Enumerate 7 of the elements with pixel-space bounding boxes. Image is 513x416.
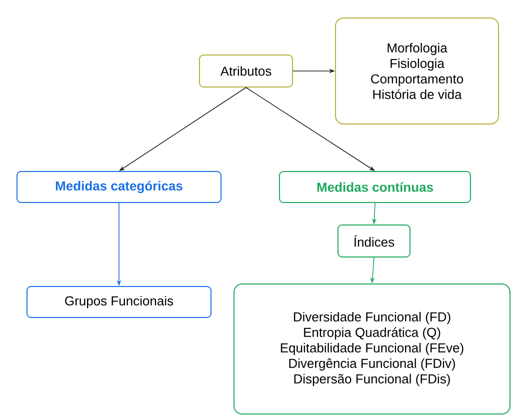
attribute-list-box: Morfologia Fisiologia Comportamento História de vida — [335, 18, 499, 124]
category-box: Medidas contínuas — [279, 171, 471, 203]
attribute-box: Atributos — [199, 54, 293, 88]
index-list-box: Diversidade Funcional (FD) Entropia Quadrática (Q) Equitabilidade Funcional (FEve) Divergência Funcional (FDiv) Dispersão Funcional (FDis) — [234, 284, 510, 414]
group-box: Grupos Funcionais — [26, 286, 212, 318]
index-box: Índices — [338, 224, 410, 258]
category-box: Medidas categóricas — [16, 171, 222, 203]
